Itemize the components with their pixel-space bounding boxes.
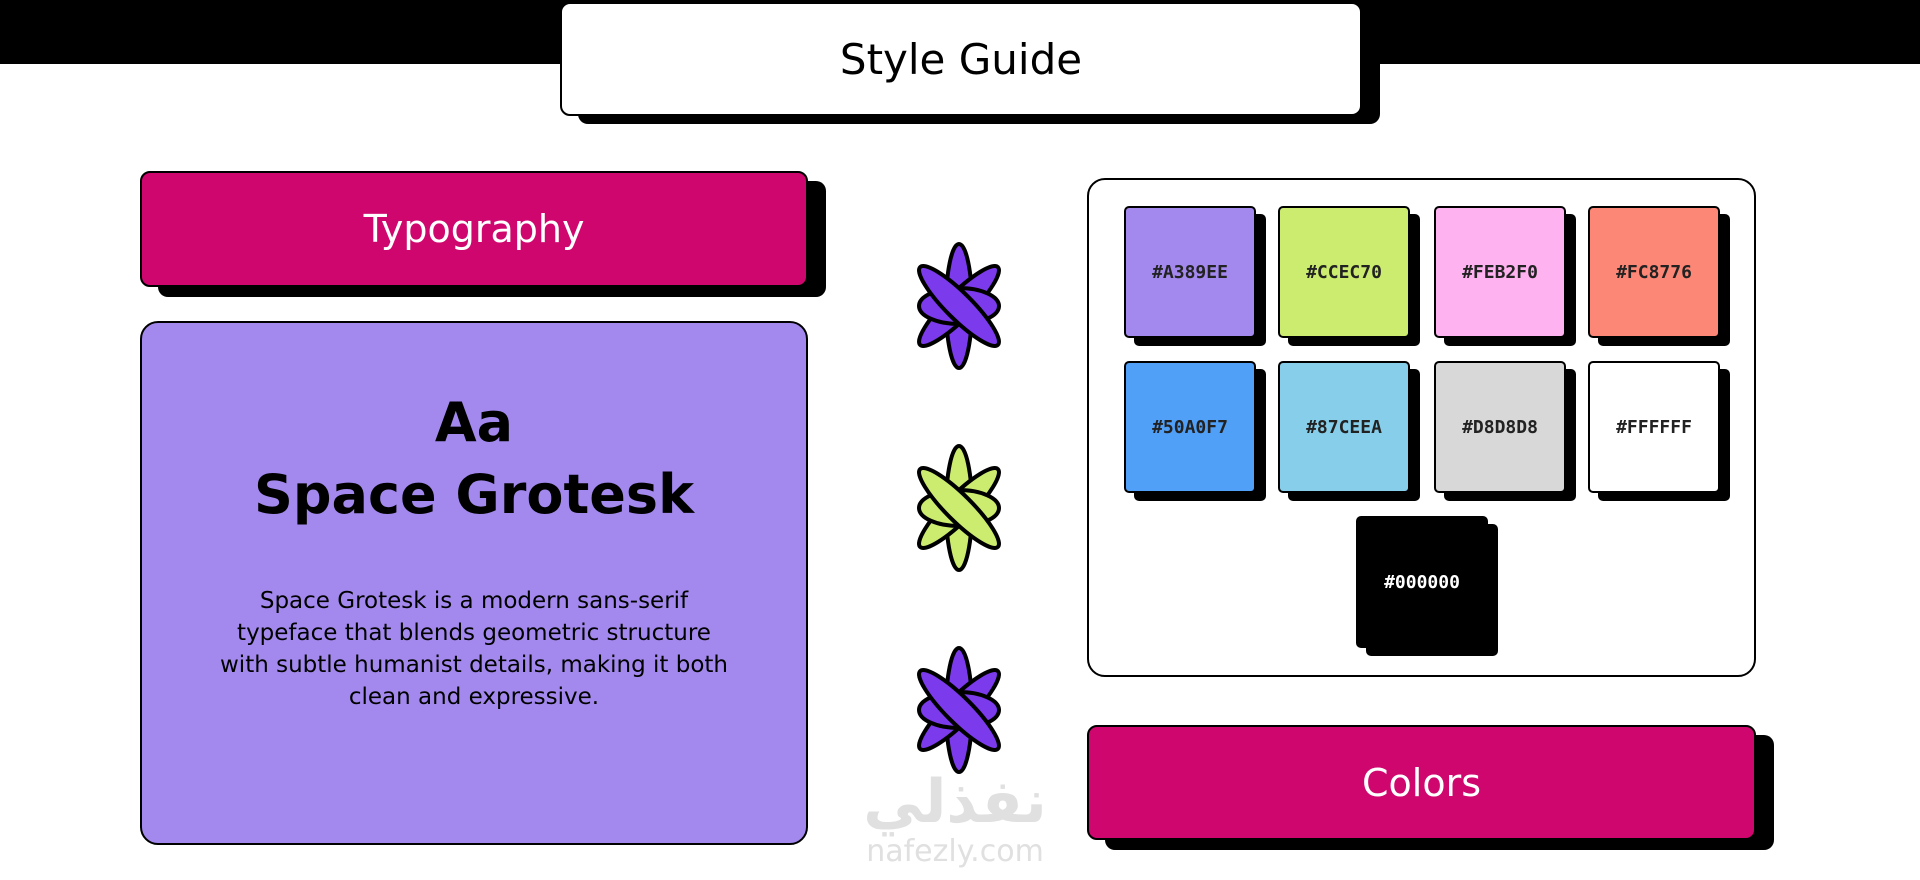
color-swatch: #D8D8D8	[1434, 361, 1566, 493]
typography-label: Typography	[363, 207, 585, 251]
watermark: نفذلي nafezly.com	[855, 770, 1055, 870]
color-hex-label: #FC8776	[1616, 261, 1692, 283]
watermark-arabic: نفذلي	[863, 767, 1047, 837]
color-hex-label: #87CEEA	[1306, 416, 1382, 438]
flower-petal	[917, 264, 1001, 348]
color-hex-label: #CCEC70	[1306, 261, 1382, 283]
flower-petal	[917, 668, 1001, 752]
page-title-box: Style Guide	[560, 2, 1362, 116]
colors-header: Colors	[1087, 725, 1756, 840]
font-description: Space Grotesk is a modern sans-serif typ…	[220, 588, 728, 710]
flower-icon	[917, 444, 1001, 572]
color-hex-label: #FFFFFF	[1616, 416, 1692, 438]
color-hex-label: #A389EE	[1152, 261, 1228, 283]
page-title: Style Guide	[839, 34, 1083, 84]
color-hex-label: #000000	[1384, 571, 1460, 593]
color-palette-panel: #A389EE #CCEC70 #FEB2F0 #FC8776 #50A0F7 #87CE…	[1087, 178, 1756, 677]
font-sample: Aa	[434, 391, 514, 454]
typography-header: Typography	[140, 171, 808, 287]
color-swatch: #FFFFFF	[1588, 361, 1720, 493]
color-hex-label: #FEB2F0	[1462, 261, 1538, 283]
color-swatch: #50A0F7	[1124, 361, 1256, 493]
color-swatch: #FEB2F0	[1434, 206, 1566, 338]
color-hex-label: #50A0F7	[1152, 416, 1228, 438]
color-hex-label: #D8D8D8	[1462, 416, 1538, 438]
font-name: Space Grotesk	[254, 463, 694, 526]
color-swatch: #000000	[1356, 516, 1488, 648]
color-swatch: #87CEEA	[1278, 361, 1410, 493]
colors-label: Colors	[1361, 760, 1481, 805]
color-swatch: #CCEC70	[1278, 206, 1410, 338]
color-swatch: #A389EE	[1124, 206, 1256, 338]
typography-card: Aa Space Grotesk Space Grotesk is a mode…	[140, 321, 808, 845]
flower-icon	[917, 242, 1001, 370]
watermark-latin: nafezly.com	[866, 834, 1044, 869]
flower-petal	[917, 466, 1001, 550]
flower-icon	[917, 646, 1001, 774]
color-swatch: #FC8776	[1588, 206, 1720, 338]
